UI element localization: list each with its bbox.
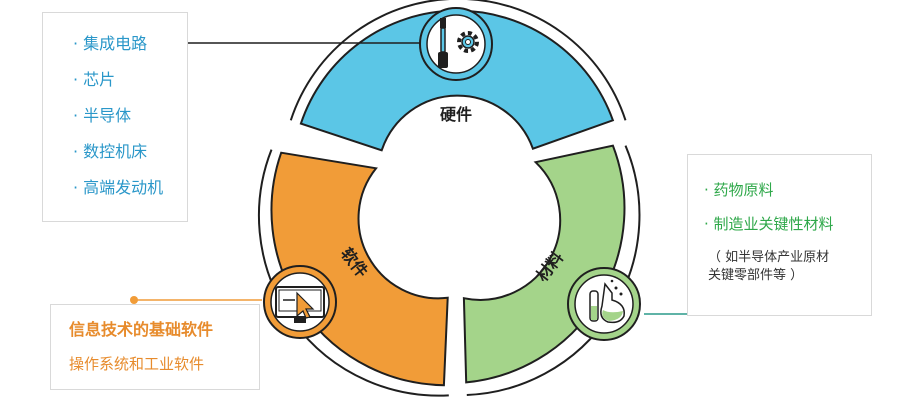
hardware-outer-arc [289,0,627,121]
software-subtitle: 操作系统和工业软件 [69,355,205,373]
hardware-segment-label: 硬件 [440,105,472,124]
materials-detail-box: · 药物原料 · 制造业关键性材料 （ 如半导体产业原材 关键零部件等 ） [687,154,872,316]
materials-note: （ 如半导体产业原材 关键零部件等 ） [704,249,871,285]
software-detail-box: 信息技术的基础软件 操作系统和工业软件 [50,304,260,390]
hardware-item: · 集成电路 [73,34,148,53]
hardware-item-list: · 集成电路 · 芯片 · 半导体 · 数控机床 · 高端发动机 [73,35,187,197]
hardware-item: · 高端发动机 [73,178,164,197]
software-title: 信息技术的基础软件 [69,320,214,339]
materials-note-line: 关键零部件等 ） [708,268,804,283]
hardware-item: · 半导体 [73,106,132,125]
materials-item: · 药物原料 [704,181,774,199]
screwdriver-gear-icon [419,7,493,81]
materials-item: · 制造业关键性材料 [704,215,834,233]
hardware-item: · 数控机床 [73,142,148,161]
materials-note-line: （ 如半导体产业原材 [708,250,830,265]
flask-testtube-icon [567,267,641,341]
monitor-cursor-icon [263,265,337,339]
materials-segment [462,144,626,384]
hardware-item: · 芯片 [73,70,116,89]
materials-item-list: · 药物原料 · 制造业关键性材料 [704,181,871,233]
software-connector [130,296,262,304]
hardware-detail-box: · 集成电路 · 芯片 · 半导体 · 数控机床 · 高端发动机 [42,12,188,222]
software-segment [270,151,449,387]
